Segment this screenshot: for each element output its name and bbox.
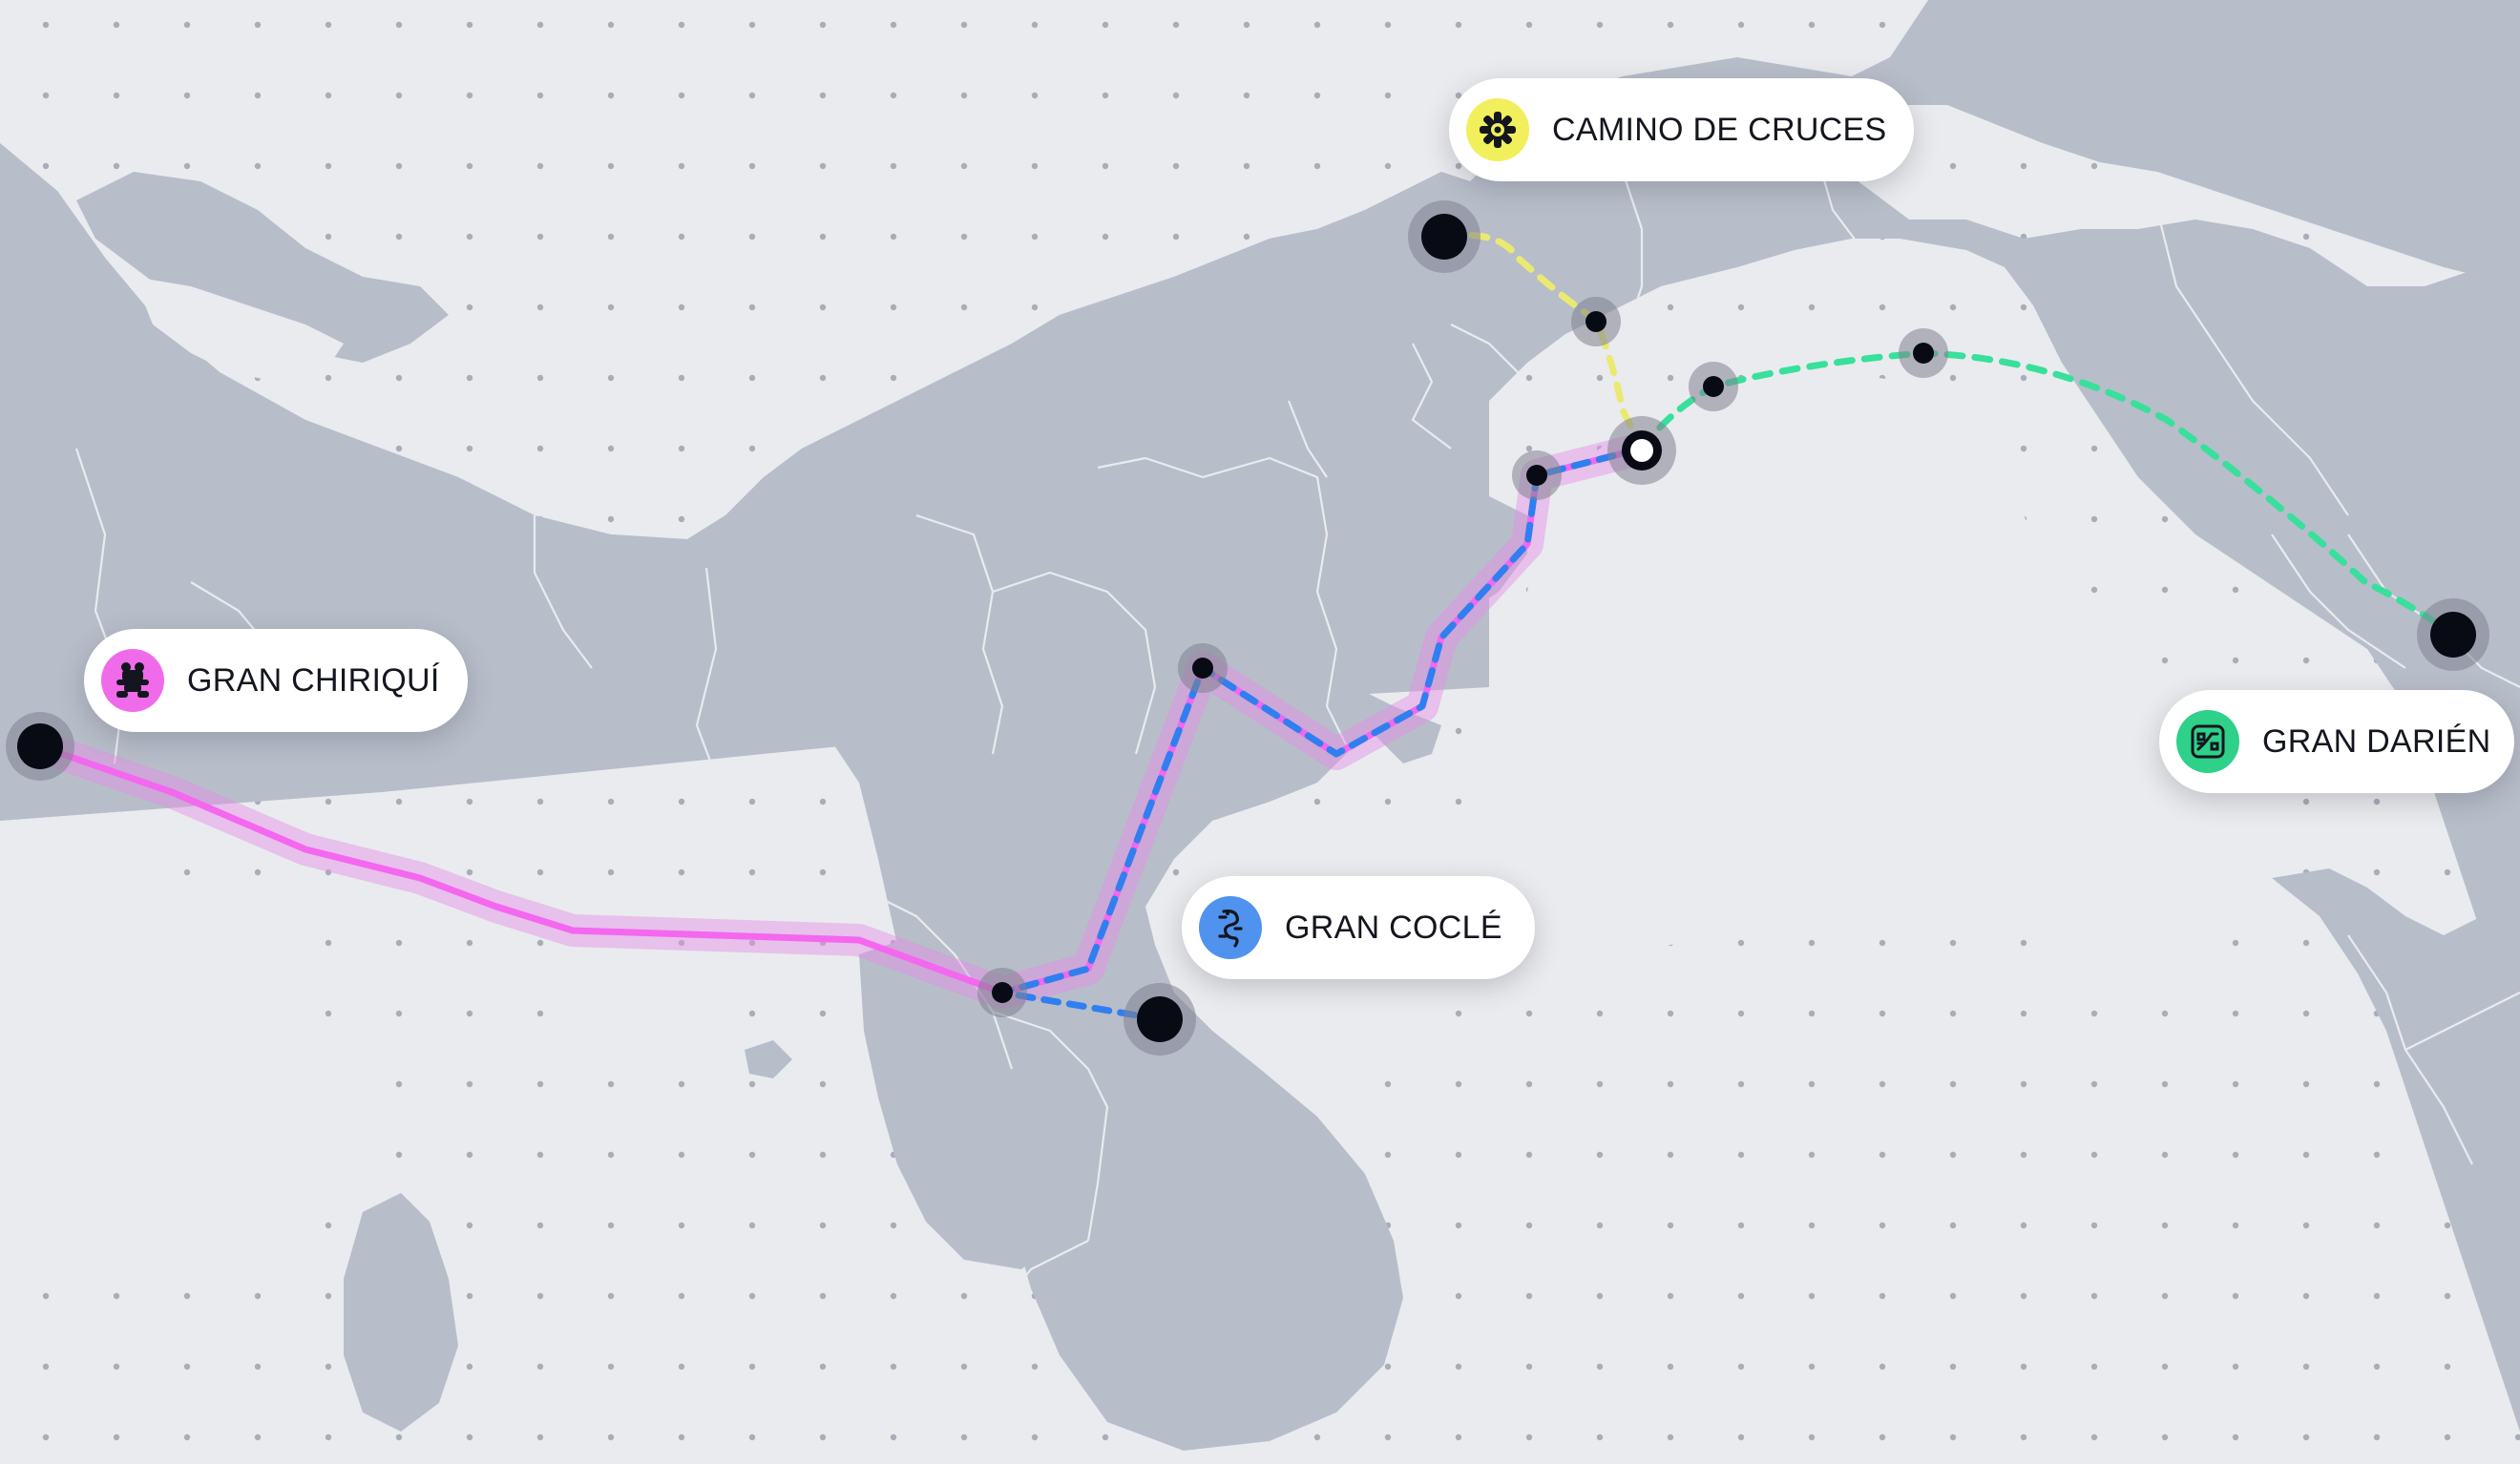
border-20 [2404,992,2520,1051]
border-18 [991,1240,1089,1423]
hub-node-panama[interactable] [1607,416,1676,485]
node-darien-1[interactable] [1689,362,1738,411]
node-central-2[interactable] [1512,450,1562,500]
border-11 [1621,171,1644,345]
node-chiriqui-start[interactable] [6,712,74,781]
south-sea [0,821,344,1288]
land-bocas [76,172,449,363]
water-bodies [0,277,2272,1288]
border-17 [992,1010,1109,1242]
label-camino-de-cruces-text: CAMINO DE CRUCES [1552,111,1887,148]
green-pattern-icon [2176,710,2239,773]
gulf-of-panama [1451,372,2272,954]
label-gran-cocle-text: GRAN COCLÉ [1285,909,1502,946]
land-north-coast [1470,0,2520,286]
label-gran-darien-text: GRAN DARIÉN [2262,722,2491,760]
label-gran-cocle[interactable]: GRAN COCLÉ [1182,876,1535,979]
land-darien-south [2272,868,2520,1432]
land-coiba [344,1193,458,1432]
border-10 [1450,324,1566,402]
gulf-montijo [535,935,697,1059]
node-camino-mid[interactable] [1571,297,1621,346]
border-5 [992,571,1157,755]
route-cocle [998,445,1646,1023]
border-4 [915,513,1004,755]
border-7 [1315,533,1356,764]
border-9 [1411,343,1452,450]
label-camino-de-cruces[interactable]: CAMINO DE CRUCES [1449,78,1914,181]
border-22 [533,515,593,669]
border-13 [2155,209,2349,516]
blue-serpent-figure-icon [1199,896,1262,959]
route-camino-de-cruces [1440,231,1646,452]
border-14 [2271,533,2406,669]
node-darien-end[interactable] [2417,598,2489,671]
yellow-glyph-icon [1466,98,1529,161]
land-island-small-3 [745,1040,792,1078]
border-16 [858,887,1014,1070]
land-isthmus [0,134,2520,1451]
node-cocle-end[interactable] [1124,983,1196,1056]
label-gran-chiriqui-text: GRAN CHIRIQUÍ [187,661,440,699]
node-darien-2[interactable] [1899,328,1948,378]
border-8 [1287,400,1328,478]
node-cocle-junction[interactable] [977,968,1027,1017]
node-camino-start[interactable] [1408,200,1480,273]
border-3 [695,567,727,860]
border-6 [1097,456,1329,535]
node-central-1[interactable] [1178,643,1228,693]
pink-frog-figure-icon [101,649,164,712]
label-gran-chiriqui[interactable]: GRAN CHIRIQUÍ [84,629,468,732]
label-gran-darien[interactable]: GRAN DARIÉN [2159,690,2514,793]
routes [24,231,2457,1023]
chiriqui-lagoon [134,277,344,382]
nodes [6,200,2489,1056]
